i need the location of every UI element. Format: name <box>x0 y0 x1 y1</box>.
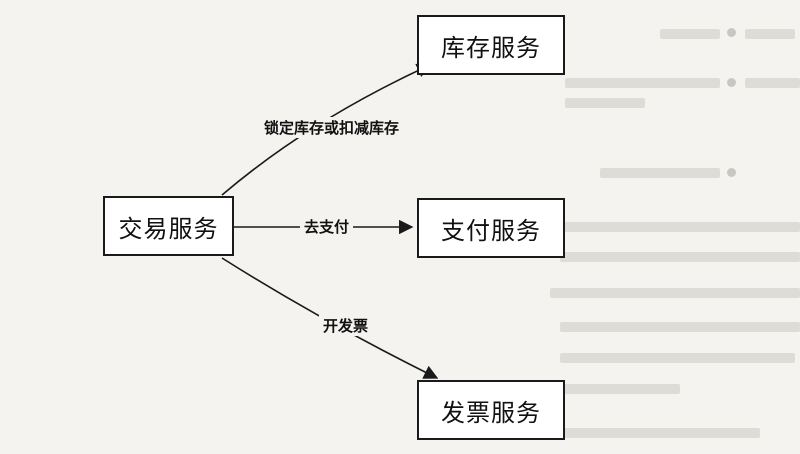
node-inventory-label: 库存服务 <box>441 33 541 62</box>
node-invoice-service: 发票服务 <box>417 380 565 440</box>
edge-label-inventory: 锁定库存或扣减库存 <box>260 117 404 138</box>
edge-label-invoice: 开发票 <box>319 315 373 336</box>
edge-label-payment: 去支付 <box>300 216 354 237</box>
node-payment-label: 支付服务 <box>441 216 541 245</box>
node-payment-service: 支付服务 <box>417 198 565 258</box>
node-trade-service: 交易服务 <box>103 196 234 256</box>
node-trade-label: 交易服务 <box>118 214 219 243</box>
node-invoice-label: 发票服务 <box>441 398 541 427</box>
node-inventory-service: 库存服务 <box>417 15 565 75</box>
